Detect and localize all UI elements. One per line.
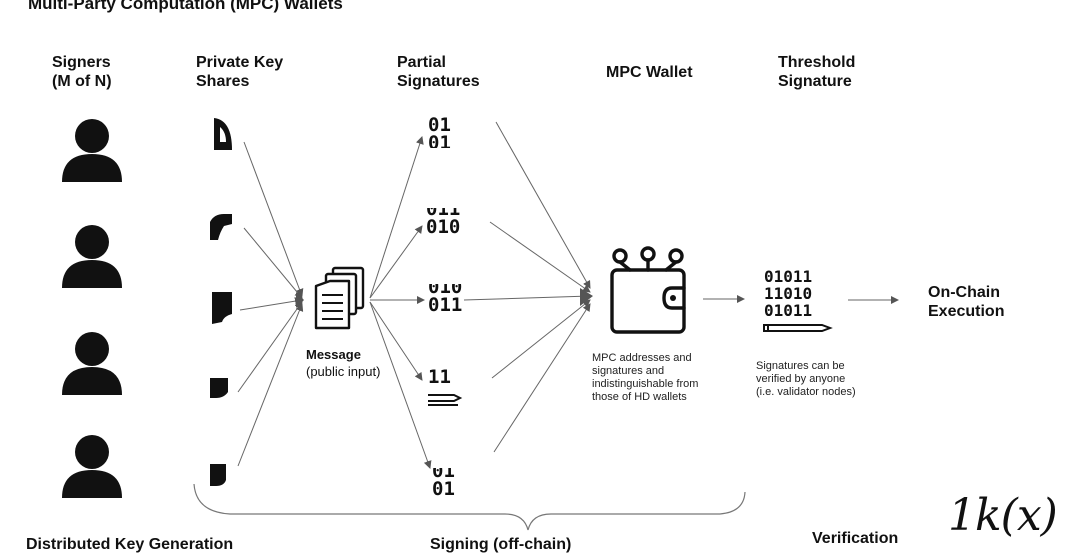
wallet-note: MPC addresses and signatures and indisti… xyxy=(592,352,698,404)
partial-signature-4-line1: 11 xyxy=(428,366,451,388)
header-threshold: Threshold Signature xyxy=(778,53,855,91)
arrow-share2-message xyxy=(243,227,303,299)
diagram-title: Multi-Party Computation (MPC) Wallets xyxy=(28,0,343,13)
arrow-message-partial1 xyxy=(369,136,424,299)
onchain-execution-label: On-Chain Execution xyxy=(928,283,1004,321)
wallet-arrow-fan xyxy=(580,288,593,306)
person-icon xyxy=(62,435,122,498)
footer-signing-label: Signing (off-chain) xyxy=(430,536,572,553)
threshold-bits-line1: 01011 xyxy=(764,267,813,286)
verify-note-line2: verified by anyone xyxy=(756,373,846,385)
header-partials-line2: Signatures xyxy=(397,73,480,90)
arrow-share4-message xyxy=(237,301,303,393)
header-partials: Partial Signatures xyxy=(397,53,480,91)
onchain-line1: On-Chain xyxy=(928,284,1000,301)
arrow-message-partial4 xyxy=(369,301,423,381)
arrow-share1-message xyxy=(243,141,304,297)
header-shares: Private Key Shares xyxy=(196,53,283,91)
key-share-icon xyxy=(210,464,226,486)
arrow-message-partial5 xyxy=(369,301,432,469)
threshold-signature-bits: 01011 11010 01011 xyxy=(764,268,812,319)
message-label: Message xyxy=(306,347,361,362)
brand-logo: 1k(x) xyxy=(948,490,1058,541)
partial-signature-1-line2: 01 xyxy=(428,132,451,149)
verify-note-line3: (i.e. validator nodes) xyxy=(756,386,856,398)
header-shares-line1: Private Key xyxy=(196,54,284,71)
arrow-partial1-wallet xyxy=(495,121,591,289)
arrow-partial4-wallet xyxy=(491,299,591,379)
footer-verification-label: Verification xyxy=(812,530,899,547)
threshold-bits-line3: 01011 xyxy=(764,301,813,320)
arrow-partial5-wallet xyxy=(493,303,591,453)
partial-signature-1: 01 01 xyxy=(428,116,451,148)
arrow-share3-message xyxy=(239,297,303,311)
wallet-note-line2: signatures and xyxy=(592,365,665,377)
header-signers-line2: (M of N) xyxy=(52,73,112,90)
header-threshold-line2: Signature xyxy=(778,73,852,90)
signing-brace xyxy=(193,483,746,531)
arrow-partial3-wallet xyxy=(463,292,591,301)
header-shares-line2: Shares xyxy=(196,73,250,90)
message-sublabel: (public input) xyxy=(306,364,381,379)
wallet-note-line4: those of HD wallets xyxy=(592,391,687,403)
partial-signature-5-line1: 01 xyxy=(432,462,455,482)
wallet-note-line3: indistinguishable from xyxy=(592,378,699,390)
partial-signature-3: 010 011 xyxy=(428,278,463,318)
arrow-share5-message xyxy=(237,303,304,467)
partial-signature-5-line2: 01 xyxy=(432,478,455,499)
partial-signature-3-line1: 010 xyxy=(428,278,463,298)
wallet-note-line1: MPC addresses and xyxy=(592,352,692,364)
header-partials-line1: Partial xyxy=(397,54,446,71)
partial-signature-2-line2: 010 xyxy=(426,216,461,238)
person-icon xyxy=(62,119,122,182)
onchain-line2: Execution xyxy=(928,303,1005,320)
verify-note-line1: Signatures can be xyxy=(756,360,845,372)
footer-dkg-label: Distributed Key Generation xyxy=(26,536,234,553)
arrow-partial2-wallet xyxy=(489,221,591,293)
partial-signature-4: 11 xyxy=(428,366,451,388)
key-share-icon xyxy=(210,378,228,398)
header-signers: Signers (M of N) xyxy=(52,53,112,91)
key-share-icon xyxy=(212,292,232,324)
header-threshold-line1: Threshold xyxy=(778,54,856,71)
partial-signature-3-line2: 011 xyxy=(428,294,463,316)
header-wallet: MPC Wallet xyxy=(606,64,693,81)
message-arrow-fan xyxy=(296,292,304,308)
partial-signature-1-line1: 01 xyxy=(428,116,451,136)
person-icon xyxy=(62,332,122,395)
partial-signature-2-line1: 011 xyxy=(426,200,461,220)
partial-signature-5: 01 01 xyxy=(432,462,455,499)
arrow-message-partial2 xyxy=(369,225,423,299)
threshold-bits-line2: 11010 xyxy=(764,284,813,303)
partial-signature-2: 011 010 xyxy=(426,200,461,240)
verify-note: Signatures can be verified by anyone (i.… xyxy=(756,360,856,399)
person-icon xyxy=(62,225,122,288)
header-signers-line1: Signers xyxy=(52,54,111,71)
key-share-icon xyxy=(210,214,232,240)
